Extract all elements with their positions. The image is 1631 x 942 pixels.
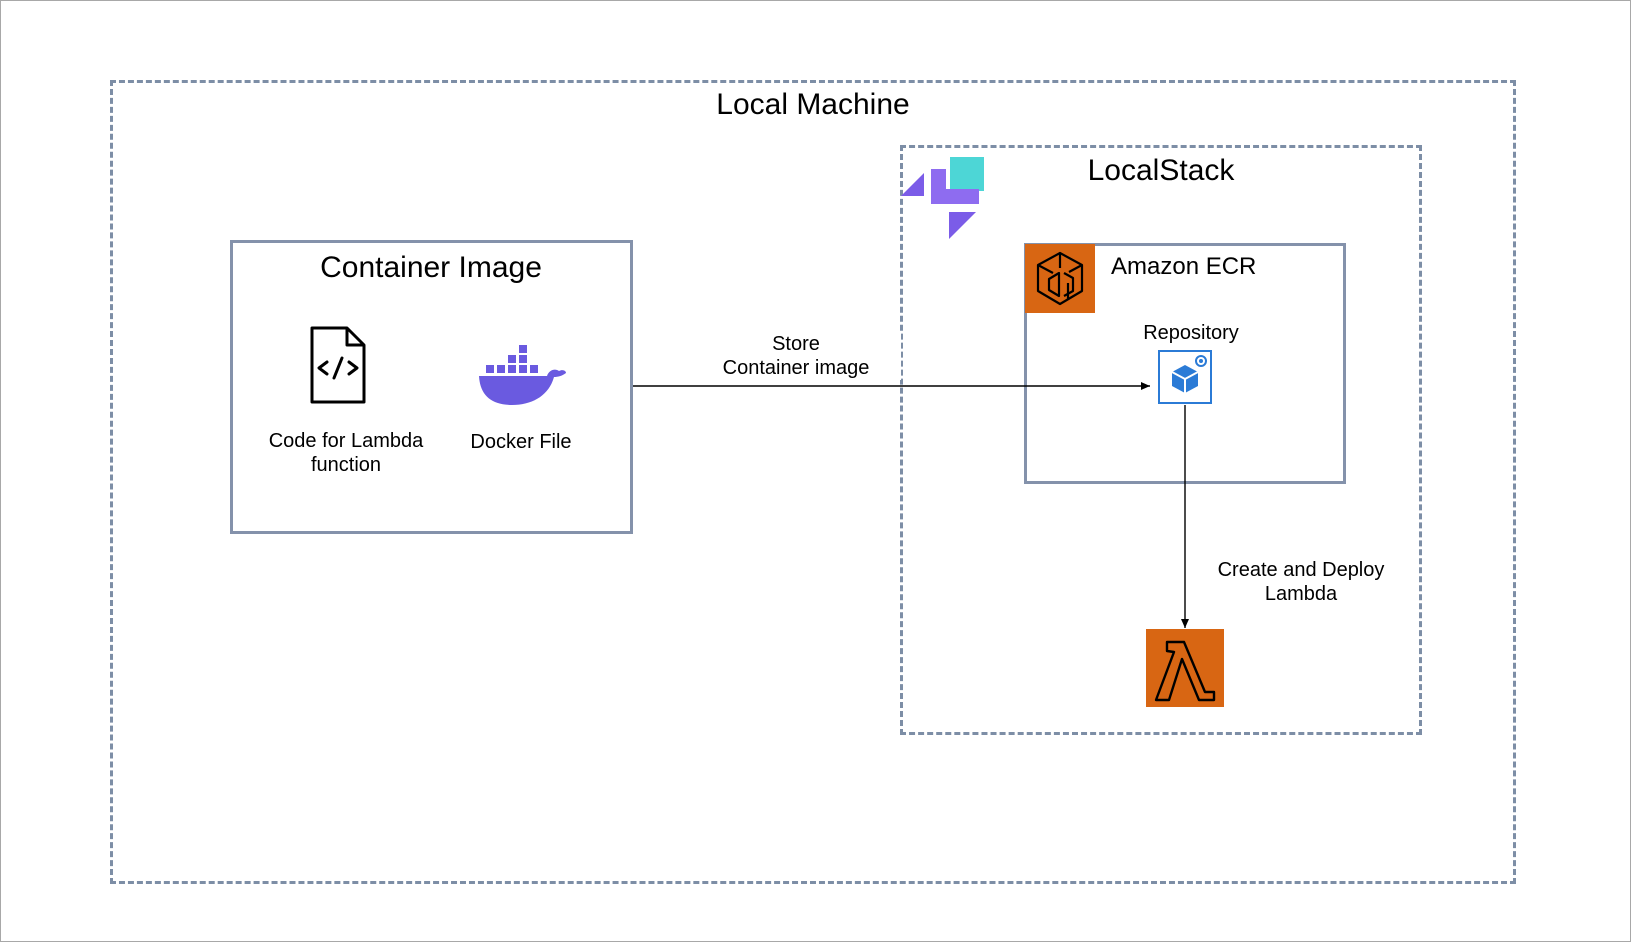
aws-lambda-icon — [1146, 629, 1224, 707]
container-image-title: Container Image — [320, 251, 542, 284]
local-machine-title: Local Machine — [716, 88, 910, 121]
docker-whale-icon — [477, 343, 567, 407]
local-machine-group — [110, 80, 1516, 884]
deploy-edge-label-line2: Lambda — [1264, 583, 1338, 605]
code-lambda-label: Code for Lambda function — [268, 430, 424, 476]
amazon-ecr-title: Amazon ECR — [1111, 253, 1257, 280]
code-file-icon — [309, 326, 367, 404]
container-image-group — [230, 240, 633, 534]
amazon-ecr-icon — [1025, 244, 1095, 313]
store-edge-label-line1: Store — [772, 333, 820, 355]
docker-file-label: Docker File — [470, 431, 572, 453]
deploy-edge-label-line1: Create and Deploy — [1217, 559, 1385, 581]
repository-label: Repository — [1143, 322, 1239, 344]
store-edge-label-line2: Container image — [722, 357, 870, 379]
ecr-repository-icon — [1158, 350, 1212, 404]
localstack-logo — [901, 156, 986, 242]
localstack-group — [900, 145, 1422, 735]
deploy-edge-label: Create and Deploy Lambda — [1201, 558, 1401, 606]
localstack-title: LocalStack — [1087, 154, 1235, 187]
store-edge-label: Store Container image — [691, 332, 901, 380]
